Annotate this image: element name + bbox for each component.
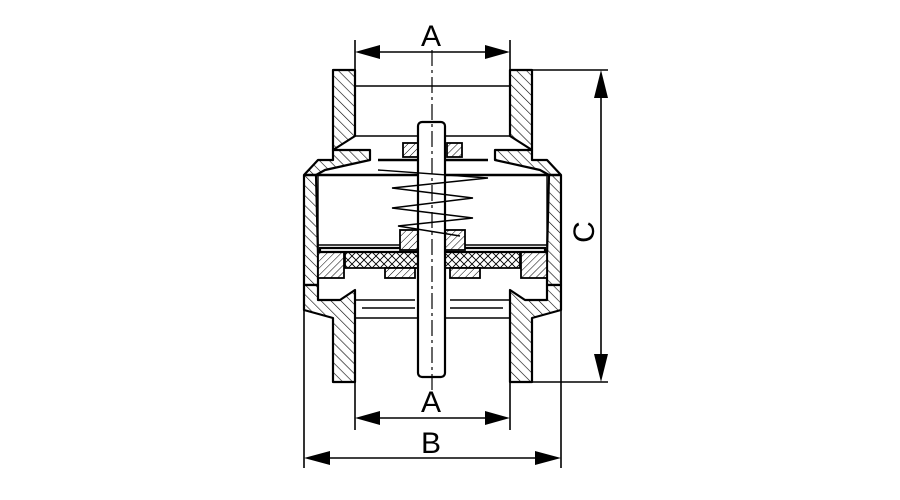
dimension-c-label: C xyxy=(568,221,601,243)
lower-port xyxy=(302,283,563,384)
spring-guide xyxy=(378,142,488,162)
dimension-b: B xyxy=(303,310,562,468)
dimension-b-label: B xyxy=(421,427,441,460)
dimension-a-top-label: A xyxy=(421,20,441,53)
upper-port xyxy=(331,68,534,152)
dimension-a-top: A xyxy=(354,20,511,70)
dimension-a-bottom-label: A xyxy=(421,386,441,419)
spring xyxy=(377,169,489,237)
dimension-a-bottom: A xyxy=(354,382,511,430)
dimension-c: C xyxy=(532,69,608,383)
